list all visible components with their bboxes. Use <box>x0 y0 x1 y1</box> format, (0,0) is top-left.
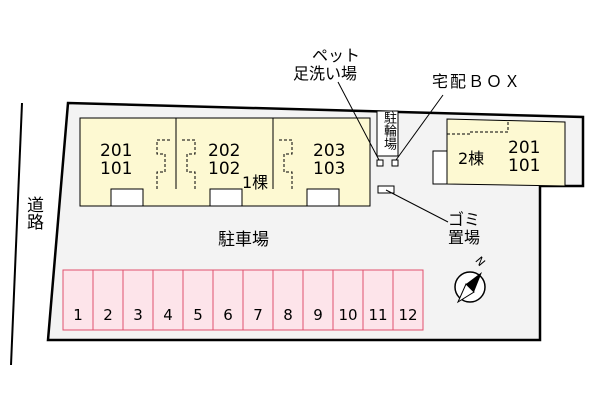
parking-space-number: 7 <box>253 306 263 324</box>
road-label: 道路 <box>23 196 43 230</box>
parking-space-number: 11 <box>368 306 388 324</box>
bike-parking-label: 駐輪場 <box>381 111 396 150</box>
garbage-area <box>377 185 395 194</box>
delivery-box <box>391 159 399 167</box>
road-edge <box>10 102 23 366</box>
parking-space-number: 4 <box>163 306 173 324</box>
pet-wash-station <box>376 159 384 167</box>
parking-space <box>362 269 394 331</box>
parking-space-number: 5 <box>193 306 203 324</box>
building-1-label: 1棵 <box>242 173 269 192</box>
parking-space-number: 6 <box>223 306 233 324</box>
pet-wash-label: 足洗い場 <box>293 64 358 83</box>
parking-space <box>392 269 424 331</box>
balcony <box>432 150 449 185</box>
parking-space <box>302 269 334 331</box>
leader-line <box>395 94 444 161</box>
parking-space <box>122 269 154 331</box>
parking-space-number: 10 <box>338 306 358 324</box>
garbage-label: ゴミ <box>448 210 481 229</box>
bike-parking <box>376 110 399 157</box>
parking-space <box>332 269 364 331</box>
parking-space-number: 3 <box>133 306 143 324</box>
parking-space-number: 9 <box>313 306 323 324</box>
parking-space <box>212 269 244 331</box>
building-2 <box>446 118 566 187</box>
parking-space <box>242 269 274 331</box>
parking-space-number: 2 <box>103 306 113 324</box>
leader-line <box>337 81 380 161</box>
compass-icon <box>454 271 486 304</box>
delivery-box-label: 宅配ＢＯＸ <box>432 72 523 91</box>
balcony <box>110 188 144 207</box>
parking-space <box>62 269 94 331</box>
garbage-label: 置場 <box>448 228 481 247</box>
parking-space-number: 12 <box>398 306 418 324</box>
parking-space <box>92 269 124 331</box>
parking-space <box>182 269 214 331</box>
balcony <box>209 188 243 207</box>
balcony <box>306 188 340 207</box>
parking-space-number: 8 <box>283 306 293 324</box>
parking-space <box>152 269 184 331</box>
parking-label: 駐車場 <box>218 230 269 250</box>
leader-line <box>385 189 449 223</box>
parking-space-number: 1 <box>73 306 83 324</box>
pet-wash-label: ペット <box>312 46 361 65</box>
building-2-label: 2棟 <box>458 149 485 168</box>
